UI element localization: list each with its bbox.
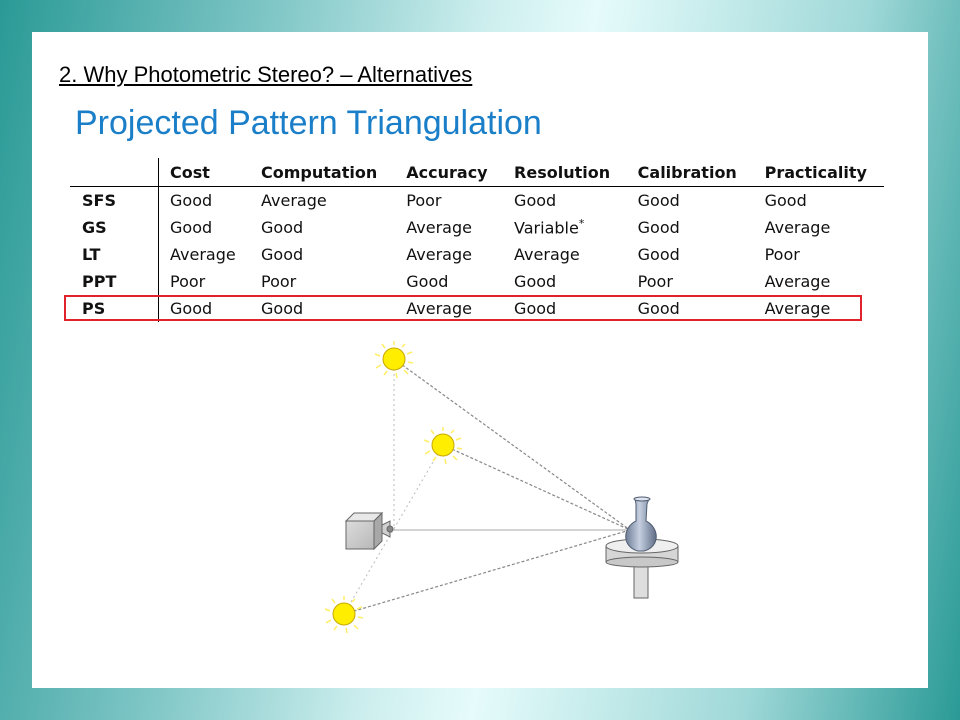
table-row: SFS Good Average Poor Good Good Good	[70, 186, 884, 214]
column-header: Resolution	[503, 158, 627, 187]
table-cell: Good	[514, 272, 557, 291]
table-cell: Average	[406, 245, 472, 264]
method-label: PPT	[70, 268, 159, 295]
table-header-row: Cost Computation Accuracy Resolution Cal…	[70, 158, 884, 187]
slide: 2. Why Photometric Stereo? – Alternative…	[32, 32, 928, 688]
highlight-box	[64, 295, 862, 321]
method-label: PS	[70, 295, 159, 322]
camera-icon	[344, 511, 394, 551]
footnote-marker: *	[578, 217, 585, 231]
table-cell: Variable*	[503, 214, 627, 241]
vase-icon	[625, 496, 657, 552]
light-source-middle	[423, 427, 463, 465]
photometric-stereo-diagram	[324, 341, 679, 634]
table-cell: Poor	[764, 245, 800, 264]
table-row: LT Average Good Average Average Good Poo…	[70, 241, 884, 268]
table-cell: Average	[514, 245, 580, 264]
table-cell: Poor	[261, 272, 297, 291]
table-row: PPT Poor Poor Good Good Poor Average	[70, 268, 884, 295]
table-cell: Good	[261, 218, 304, 237]
column-header: Practicality	[753, 158, 884, 187]
table-cell: Poor	[170, 272, 206, 291]
table-cell: Good	[637, 191, 680, 210]
table-cell: Poor	[406, 191, 442, 210]
table-row: GS Good Good Average Variable* Good Aver…	[70, 214, 884, 241]
light-source-top	[374, 341, 414, 379]
table-cell: Average	[406, 218, 472, 237]
table-cell: Good	[514, 299, 557, 318]
table-cell: Good	[261, 245, 304, 264]
column-header: Cost	[158, 158, 251, 187]
method-label: SFS	[70, 186, 159, 214]
table-cell: Good	[764, 191, 807, 210]
method-label: LT	[70, 241, 159, 268]
column-header: Accuracy	[395, 158, 504, 187]
table-cell: Good	[637, 218, 680, 237]
light-ray-lines	[343, 358, 631, 615]
table-cell: Average	[764, 218, 831, 237]
column-header: Calibration	[626, 158, 754, 187]
section-title: 2. Why Photometric Stereo? – Alternative…	[59, 62, 473, 87]
table-cell: Good	[514, 191, 557, 210]
table-cell: Good	[637, 299, 680, 318]
camera-guide-lines	[343, 359, 444, 615]
table-cell: Average	[170, 245, 236, 264]
table-cell: Average	[764, 272, 831, 291]
table-cell: Good	[637, 245, 680, 264]
main-title: Projected Pattern Triangulation	[75, 104, 542, 142]
corner-cell	[70, 158, 159, 187]
table-cell: Good	[170, 299, 213, 318]
table-cell: Good	[261, 299, 304, 318]
table-cell: Good	[406, 272, 449, 291]
table-row-highlighted: PS Good Good Average Good Good Average	[70, 295, 884, 322]
light-source-bottom	[324, 596, 364, 634]
table-cell: Good	[170, 191, 213, 210]
table-cell: Average	[261, 191, 327, 210]
table-cell: Good	[170, 218, 213, 237]
column-header: Computation	[250, 158, 396, 187]
cell-text: Variable	[514, 218, 579, 238]
table-cell: Poor	[637, 272, 673, 291]
comparison-table: Cost Computation Accuracy Resolution Cal…	[70, 158, 884, 322]
method-label: GS	[70, 214, 159, 241]
table-cell: Average	[764, 299, 831, 318]
table-cell: Average	[406, 299, 472, 318]
